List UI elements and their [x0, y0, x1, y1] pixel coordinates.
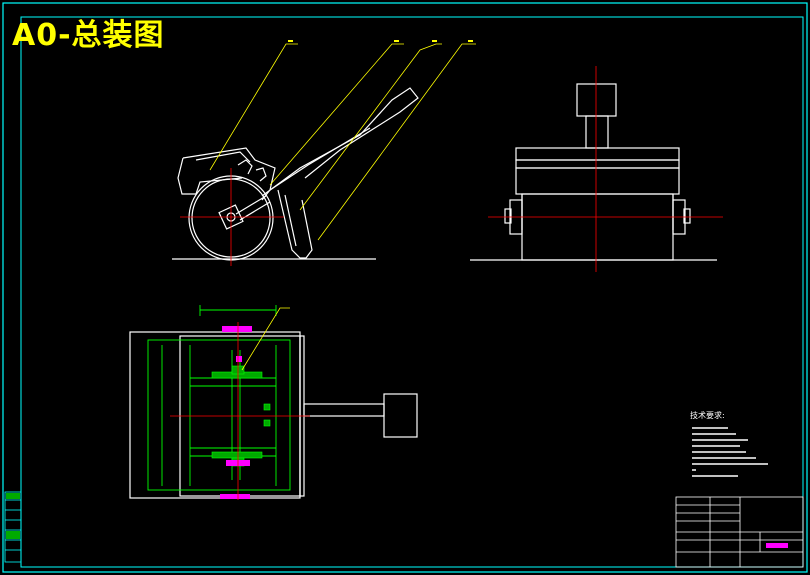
- drawing-title: A0-总装图: [12, 18, 165, 53]
- title-block-label: [766, 543, 788, 548]
- top-view-centerlines: [170, 322, 310, 500]
- inner-frame: [20, 16, 804, 568]
- side-view: [172, 87, 419, 261]
- leader-tags: [288, 40, 473, 42]
- top-view-highlights: [220, 326, 252, 499]
- front-view-centerlines: [488, 66, 723, 272]
- tech-requirements-title: 技术要求:: [690, 411, 725, 420]
- side-view-centerlines: [180, 168, 284, 266]
- revision-strip-fill: [6, 493, 20, 539]
- side-view-leaders: [209, 43, 476, 241]
- top-view: [129, 331, 418, 499]
- title-block: [675, 496, 804, 568]
- front-view: [470, 83, 717, 261]
- tech-req-lines: [692, 427, 768, 477]
- revision-strip: [4, 491, 22, 563]
- top-view-details: [147, 305, 291, 491]
- top-view-leader: [241, 307, 290, 371]
